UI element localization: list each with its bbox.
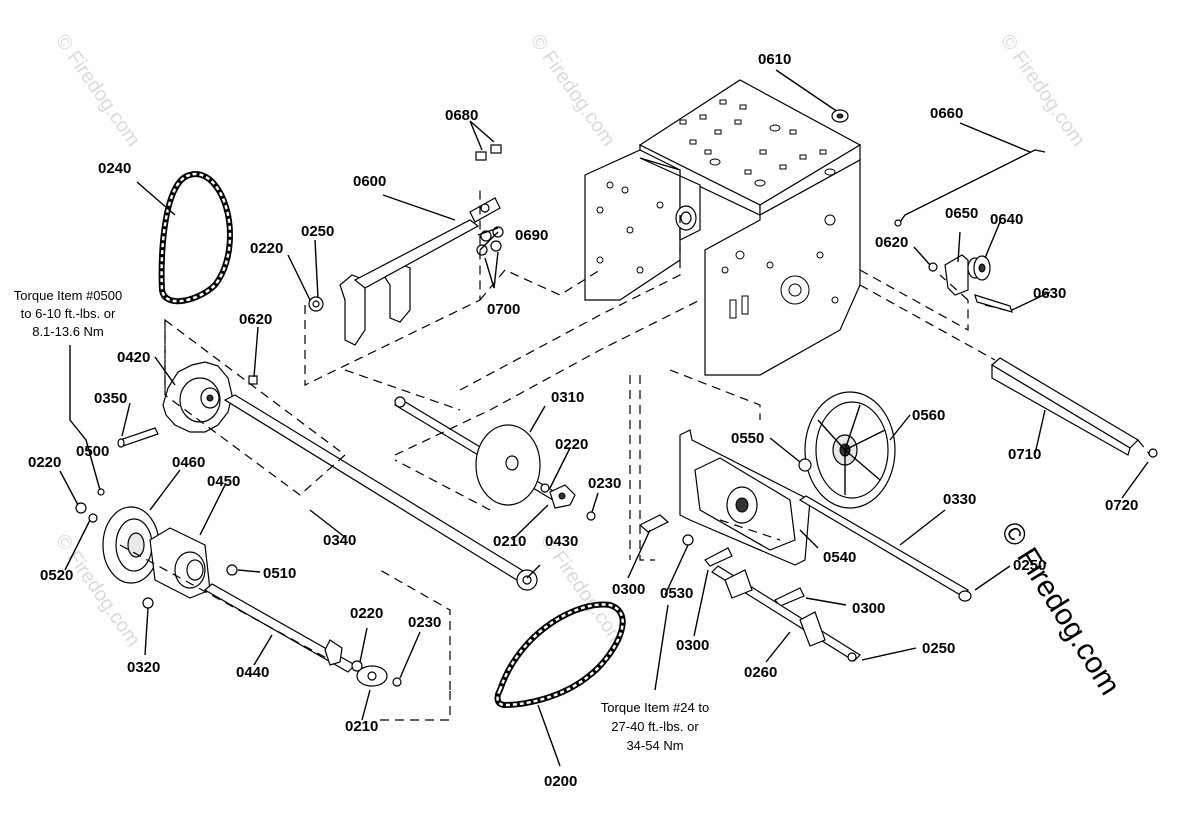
torque-left-line-2: to 6-10 ft.-lbs. or	[21, 306, 116, 321]
label-0320: 0320	[127, 659, 160, 676]
label-0250-b: 0250	[1013, 557, 1046, 574]
idler-bracket	[928, 254, 1013, 313]
sprocket-shaft-assembly	[117, 361, 538, 591]
label-0420: 0420	[117, 349, 150, 366]
watermark-3: © Firedog.com	[996, 30, 1089, 150]
label-0300-c: 0300	[852, 600, 885, 617]
label-0690: 0690	[515, 227, 548, 244]
watermark-large: © Firedog.com	[994, 516, 1126, 701]
label-0210-a: 0210	[345, 718, 378, 735]
label-0450: 0450	[207, 473, 240, 490]
label-0630: 0630	[1033, 285, 1066, 302]
torque-note-left: Torque Item #0500 to 6-10 ft.-lbs. or 8.…	[14, 288, 122, 339]
label-0530: 0530	[660, 585, 693, 602]
support-bar	[990, 357, 1158, 458]
label-0680: 0680	[445, 107, 478, 124]
label-0710: 0710	[1008, 446, 1041, 463]
label-0500: 0500	[76, 443, 109, 460]
label-0430: 0430	[545, 533, 578, 550]
label-0220-d: 0220	[555, 436, 588, 453]
label-0220-c: 0220	[350, 605, 383, 622]
label-0510: 0510	[263, 565, 296, 582]
label-0260: 0260	[744, 664, 777, 681]
torque-center-line-1: Torque Item #24 to	[601, 700, 709, 715]
label-0230-b: 0230	[588, 475, 621, 492]
leader-lines	[59, 69, 1149, 767]
cable	[899, 149, 1046, 223]
label-0540: 0540	[823, 549, 856, 566]
torque-center-line-3: 34-54 Nm	[626, 738, 683, 753]
label-0210-b: 0210	[493, 533, 526, 550]
label-0620-a: 0620	[875, 234, 908, 251]
label-0600: 0600	[353, 173, 386, 190]
torque-left-line-1: Torque Item #0500	[14, 288, 122, 303]
torque-center-line-2: 27-40 ft.-lbs. or	[611, 719, 699, 734]
label-0240: 0240	[98, 160, 131, 177]
wheel-pulley	[798, 391, 896, 509]
label-0610: 0610	[758, 51, 791, 68]
label-0300-b: 0300	[676, 637, 709, 654]
impeller-disc	[393, 396, 596, 521]
part-labels: 0610 0660 0680 0600 0690 0700 0240 0220 …	[28, 51, 1138, 790]
label-0350: 0350	[94, 390, 127, 407]
label-0700: 0700	[487, 301, 520, 318]
watermark-2: © Firedog.com	[526, 30, 619, 150]
label-0330: 0330	[943, 491, 976, 508]
label-0720: 0720	[1105, 497, 1138, 514]
shift-bracket	[308, 144, 504, 346]
frame-housing	[584, 79, 862, 376]
label-0520: 0520	[40, 567, 73, 584]
clutch-plate	[638, 429, 811, 607]
torque-left-line-3: 8.1-13.6 Nm	[32, 324, 104, 339]
label-0230-a: 0230	[408, 614, 441, 631]
watermark-1: © Firedog.com	[51, 30, 144, 150]
label-0220-a: 0220	[250, 240, 283, 257]
label-0200: 0200	[544, 773, 577, 790]
drive-pulley-assembly	[75, 488, 402, 687]
label-0250-a: 0250	[301, 223, 334, 240]
shift-rod	[711, 565, 861, 662]
label-0300-a: 0300	[612, 581, 645, 598]
label-0660: 0660	[930, 105, 963, 122]
label-0650: 0650	[945, 205, 978, 222]
label-0340: 0340	[323, 532, 356, 549]
label-0310: 0310	[551, 389, 584, 406]
shaft-0330	[798, 495, 969, 597]
torque-note-center: Torque Item #24 to 27-40 ft.-lbs. or 34-…	[601, 700, 709, 753]
label-0550: 0550	[731, 430, 764, 447]
label-0220-b: 0220	[28, 454, 61, 471]
label-0640: 0640	[990, 211, 1023, 228]
label-0460: 0460	[172, 454, 205, 471]
label-0250-c: 0250	[922, 640, 955, 657]
label-0440: 0440	[236, 664, 269, 681]
label-0620-b: 0620	[239, 311, 272, 328]
label-0560: 0560	[912, 407, 945, 424]
